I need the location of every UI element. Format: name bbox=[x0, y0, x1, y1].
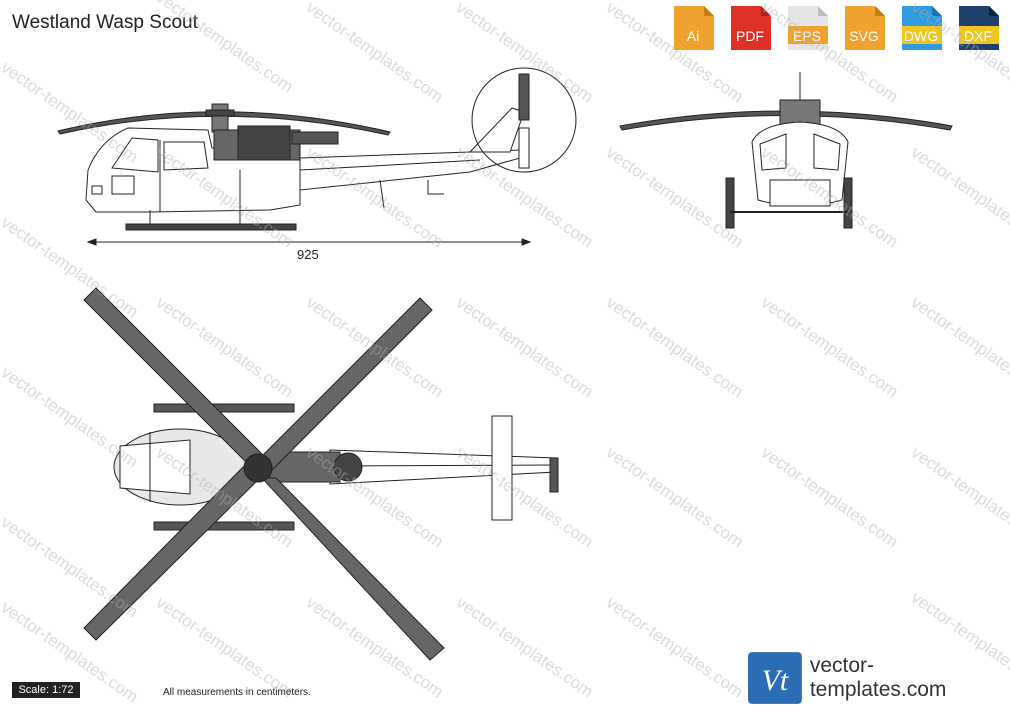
format-badge-dxf[interactable]: DXF bbox=[955, 4, 1001, 52]
format-badge-svg[interactable]: SVG bbox=[841, 4, 887, 52]
format-badge-eps[interactable]: EPS bbox=[784, 4, 830, 52]
svg-text:Vt: Vt bbox=[762, 664, 789, 697]
side-view bbox=[57, 67, 577, 246]
brand-link[interactable]: Vt vector-templates.com bbox=[748, 652, 1010, 704]
front-view bbox=[619, 72, 953, 229]
format-badge-pdf[interactable]: PDF bbox=[727, 4, 773, 52]
format-badge-dwg[interactable]: DWG bbox=[898, 4, 944, 52]
file-icon bbox=[674, 6, 714, 50]
file-icon bbox=[845, 6, 885, 50]
scale-badge: Scale: 1:72 bbox=[12, 682, 80, 698]
top-view bbox=[83, 287, 559, 661]
measurement-note: All measurements in centimeters. bbox=[163, 687, 311, 698]
format-badges: Ai PDF EPS SVG DWG DXF bbox=[670, 4, 1001, 52]
file-icon bbox=[788, 6, 828, 50]
file-icon bbox=[959, 6, 999, 50]
format-badge-ai[interactable]: Ai bbox=[670, 4, 716, 52]
brand-site: vector-templates.com bbox=[809, 654, 947, 701]
vt-logo-icon: Vt bbox=[748, 652, 802, 704]
length-dimension: 925 bbox=[297, 247, 319, 262]
file-icon bbox=[902, 6, 942, 50]
page-title: Westland Wasp Scout bbox=[12, 12, 198, 33]
file-icon bbox=[731, 6, 771, 50]
